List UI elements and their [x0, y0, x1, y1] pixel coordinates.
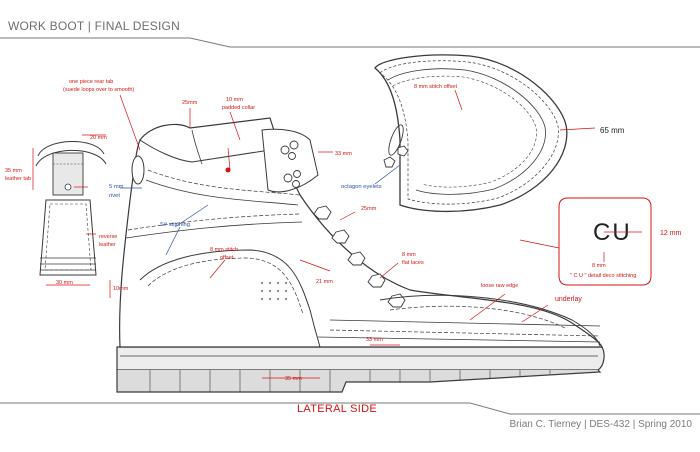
vamp-width-dim: 33 mm [366, 337, 383, 343]
sheet-frame [0, 37, 700, 415]
lace-spacing-dim: 25mm [361, 206, 377, 212]
reverse-leather-1: reverse [99, 234, 117, 240]
cu-width-dim: 12 mm [660, 230, 682, 237]
quarter-width-dim: 21 mm [316, 279, 333, 285]
rear-tab-detail [35, 141, 107, 276]
collar-width-dim: 25mm [182, 100, 198, 106]
collar-marker [225, 167, 231, 173]
collar-note-1: 10 mm [226, 97, 243, 103]
toe-width-dim: 65 mm [600, 126, 625, 135]
dimension-lines [32, 89, 642, 379]
cu-detail-box: CU [519, 197, 652, 286]
cu-leader-line [519, 239, 560, 249]
callout-lines [120, 164, 401, 256]
cu-letters: CU [593, 219, 632, 246]
stitch-offset-1: 8 mm stitch [210, 247, 238, 253]
rivet-note-2: rivet [109, 193, 120, 199]
base-height-dim: 10mm [113, 286, 129, 292]
stitch-offset-2: offset [220, 255, 234, 261]
eyelets-note: octagon eyelets [341, 184, 382, 190]
base-width-dim: 30 mm [56, 280, 73, 286]
heel-width-dim: 35 mm [285, 376, 302, 382]
toe-top-view [374, 54, 568, 213]
cu-caption: " C U " detail deco stitching [570, 273, 636, 279]
toe-stitch-offset: 8 mm stitch offset [414, 84, 457, 90]
underlay-note: underlay [555, 296, 582, 303]
collar-note-2: padded collar [222, 105, 255, 111]
perforations [261, 282, 287, 300]
rivet-note-1: 5 mm [109, 184, 124, 190]
sheet-title: WORK BOOT | FINAL DESIGN [8, 19, 180, 33]
rear-tab-note-1: one piece rear tab [69, 79, 113, 85]
reverse-leather-2: leather [99, 242, 116, 248]
tab-height-2: leather tab [5, 176, 31, 182]
tab-height-1: 35 mm [5, 168, 22, 174]
view-label: LATERAL SIDE [297, 403, 378, 415]
boot-side-view [116, 117, 605, 393]
designer-credit: Brian C. Tierney | DES-432 | Spring 2010 [509, 419, 692, 430]
annotations-blue: 5 mm rivet octagon eyelets S# stitching [109, 184, 382, 228]
laces-note-1: 8 mm [402, 252, 416, 258]
raw-edge-note: loose raw edge [481, 283, 518, 289]
tab-width-dim: 20 mm [90, 135, 107, 141]
laces-note-2: flat laces [402, 260, 424, 266]
annotations-red: one piece rear tab (suede loops over to … [5, 79, 682, 382]
cu-height-dim: 8 mm [592, 263, 606, 269]
rear-tab-note-2: (suede loops over to smooth) [63, 87, 134, 93]
eyelet-spacing-dim: 33 mm [335, 151, 352, 157]
stitching-note: S# stitching [160, 222, 190, 228]
